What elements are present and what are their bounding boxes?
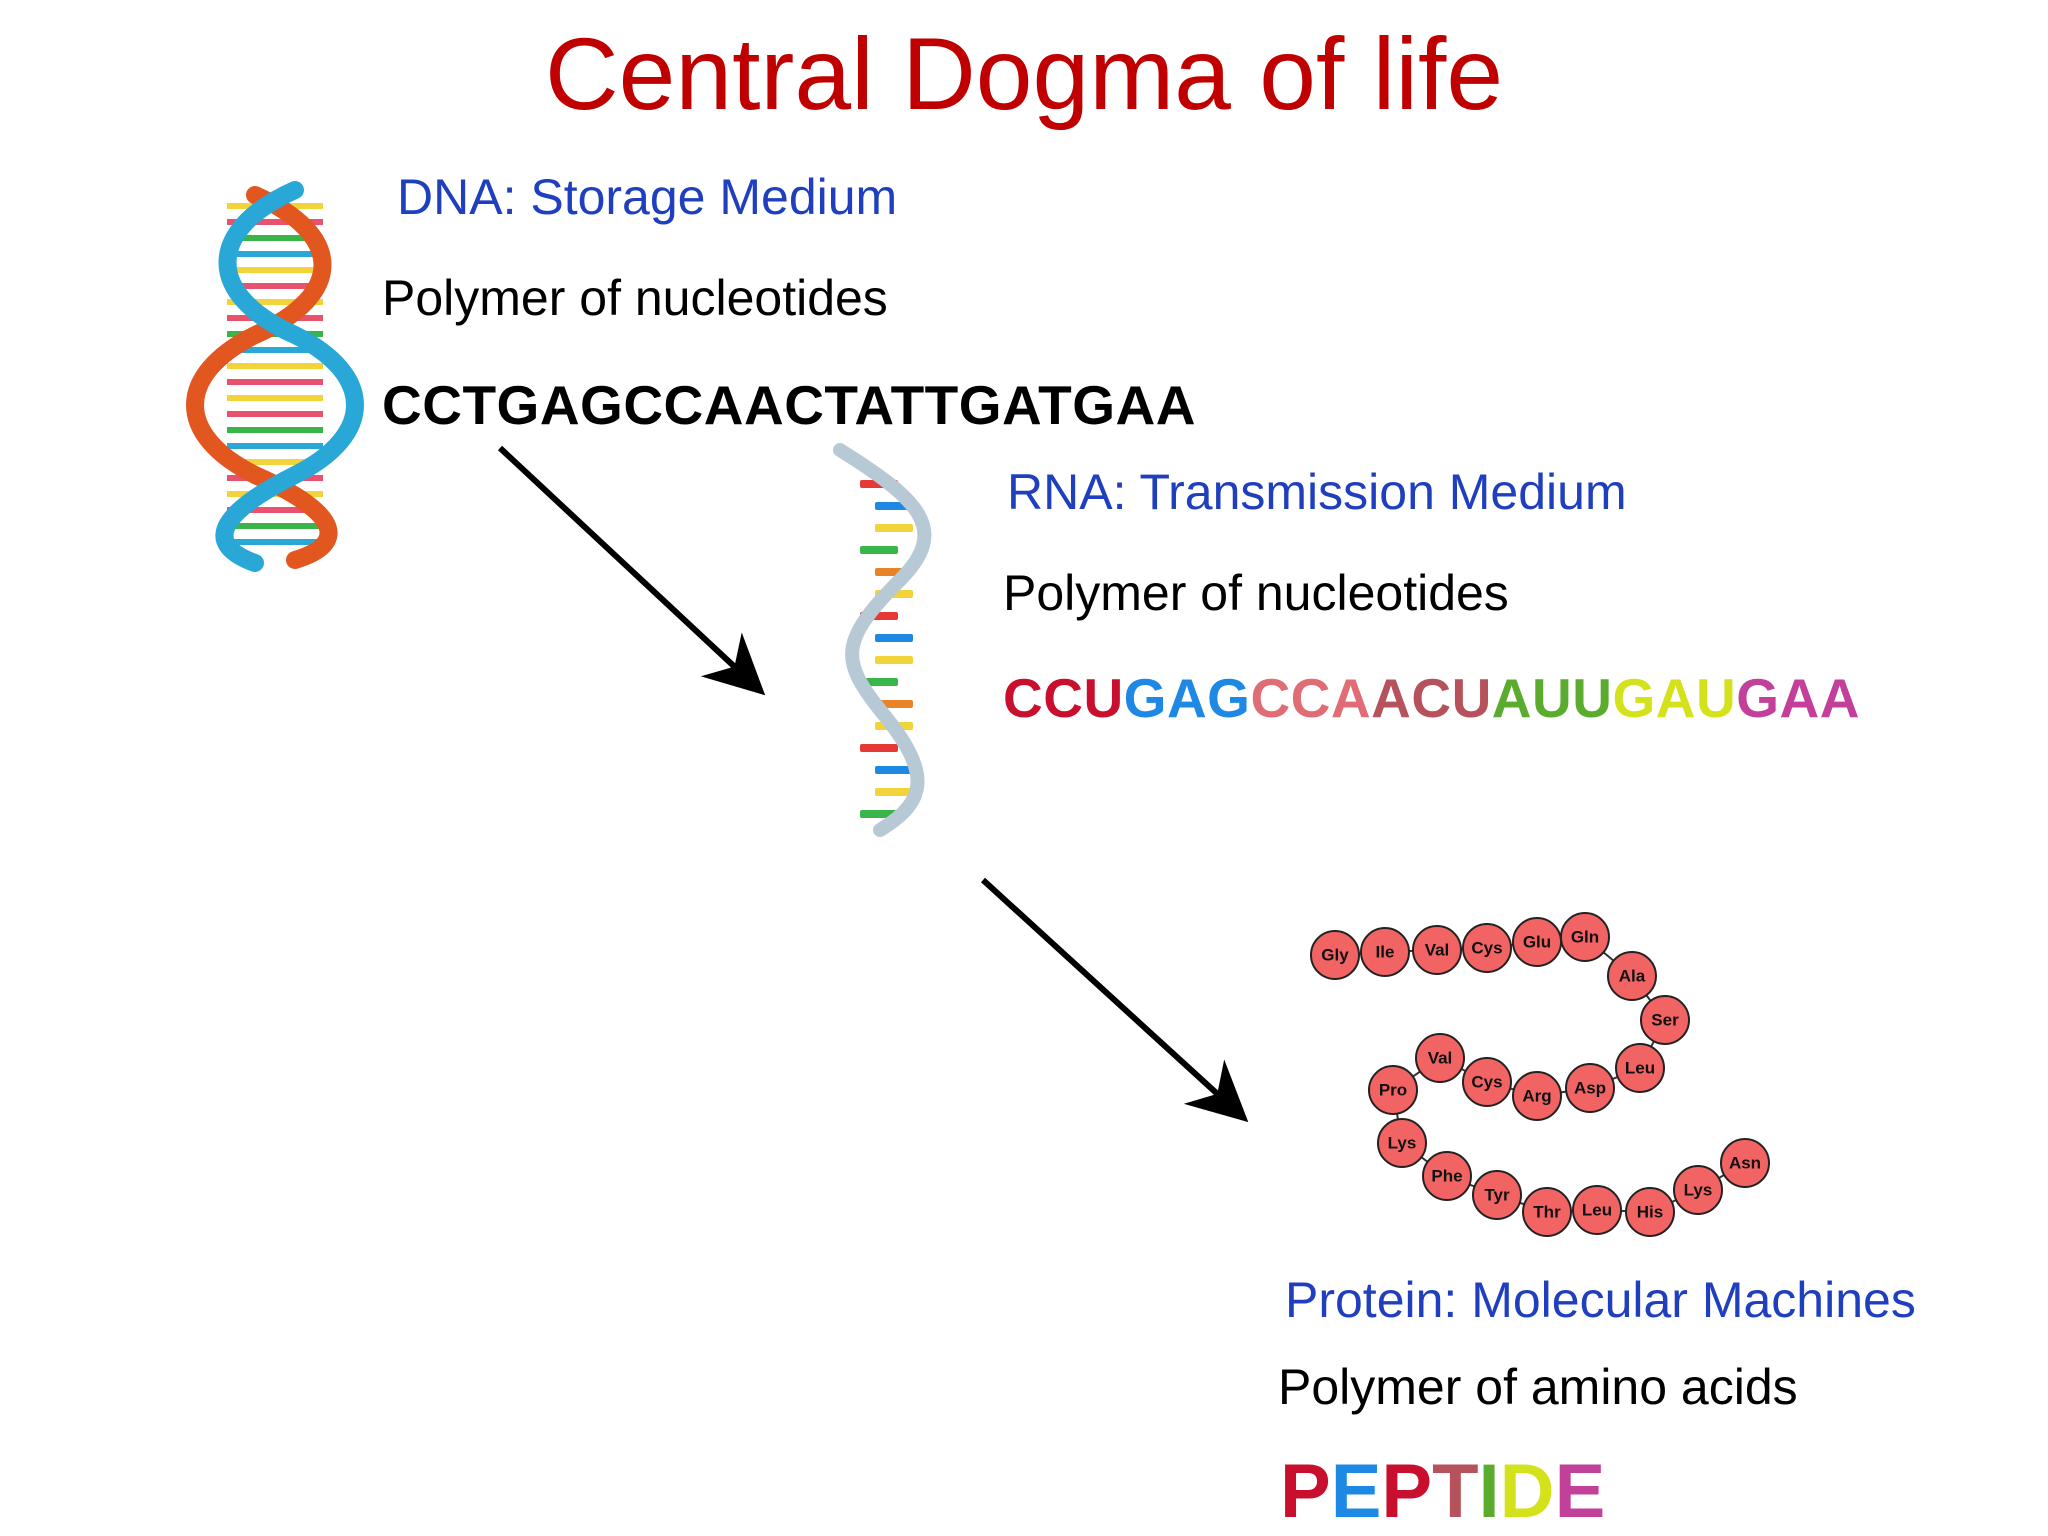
amino-acid-bead: Gln (1560, 912, 1610, 962)
rna-codon-4: AUU (1491, 667, 1613, 729)
amino-acid-label: His (1637, 1203, 1663, 1222)
dna-sequence: CCTGAGCCAACTATTGATGAA (382, 374, 1196, 436)
amino-acid-label: Ile (1376, 943, 1395, 962)
amino-acid-label: Glu (1523, 933, 1551, 952)
rna-codon-1: GAG (1123, 667, 1251, 729)
amino-acid-label: Val (1428, 1049, 1453, 1068)
amino-acid-bead: Tyr (1472, 1170, 1522, 1220)
amino-acid-label: Gly (1321, 946, 1349, 965)
amino-acid-bead: Asn (1720, 1138, 1770, 1188)
peptide-letter-3: T (1432, 1449, 1479, 1534)
amino-acid-bead: Pro (1368, 1065, 1418, 1115)
amino-acid-bead: Ser (1640, 995, 1690, 1045)
amino-acid-label: Asn (1729, 1154, 1761, 1173)
dna-description: Polymer of nucleotides (382, 270, 888, 326)
amino-acid-bead: Phe (1422, 1151, 1472, 1201)
amino-acid-bead: Leu (1572, 1185, 1622, 1235)
amino-acid-label: Ala (1619, 967, 1646, 986)
protein-heading: Protein: Molecular Machines (1285, 1272, 1916, 1328)
amino-acid-bead: Cys (1462, 923, 1512, 973)
amino-acid-label: Gln (1571, 928, 1599, 947)
translation-arrow (980, 877, 1249, 1123)
page-title: Central Dogma of life (544, 17, 1504, 131)
peptide-letter-0: P (1280, 1449, 1331, 1534)
rna-codon-3: ACU (1371, 667, 1492, 729)
amino-acid-bead: Gly (1310, 930, 1360, 980)
peptide-letter-1: E (1330, 1449, 1382, 1534)
amino-acid-label: Leu (1582, 1201, 1612, 1220)
amino-acid-bead: Val (1412, 925, 1462, 975)
amino-acid-label: Arg (1522, 1087, 1551, 1106)
rna-sequence: CCUGAGCCAACUAUUGAUGAA (1003, 665, 1860, 731)
amino-acid-label: Leu (1625, 1059, 1655, 1078)
amino-acid-bead: Thr (1522, 1187, 1572, 1237)
amino-acid-label: Cys (1471, 1073, 1502, 1092)
protein-description: Polymer of amino acids (1278, 1359, 1798, 1415)
amino-acid-label: Pro (1379, 1081, 1407, 1100)
amino-acid-bead: Val (1415, 1033, 1465, 1083)
peptide-word: PEPTIDE (1280, 1450, 1605, 1534)
rna-description: Polymer of nucleotides (1003, 565, 1509, 621)
amino-acid-label: Thr (1533, 1203, 1561, 1222)
amino-acid-label: Cys (1471, 939, 1502, 958)
dna-heading: DNA: Storage Medium (397, 169, 898, 225)
amino-acid-label: Lys (1684, 1181, 1713, 1200)
rna-codon-5: GAU (1612, 667, 1737, 729)
amino-acid-bead: His (1625, 1187, 1675, 1237)
rna-heading: RNA: Transmission Medium (1007, 464, 1627, 520)
rna-single-strand-icon (833, 443, 932, 837)
peptide-letter-6: E (1554, 1449, 1606, 1534)
peptide-letter-4: I (1478, 1449, 1500, 1534)
amino-acid-bead: Arg (1512, 1071, 1562, 1121)
amino-acid-bead: Lys (1673, 1165, 1723, 1215)
amino-acid-bead: Ala (1607, 951, 1657, 1001)
amino-acid-bead: Ile (1360, 927, 1410, 977)
rna-codon-2: CCA (1250, 667, 1372, 729)
amino-acid-label: Phe (1431, 1167, 1462, 1186)
amino-acid-label: Asp (1574, 1079, 1606, 1098)
amino-acid-label: Lys (1388, 1134, 1417, 1153)
rna-codon-0: CCU (1003, 667, 1124, 729)
amino-acid-label: Tyr (1484, 1186, 1510, 1205)
amino-acid-bead: Asp (1565, 1063, 1615, 1113)
dna-double-helix-icon (186, 181, 364, 572)
amino-acid-bead: Glu (1512, 917, 1562, 967)
amino-acid-label: Val (1425, 941, 1450, 960)
amino-acid-bead: Cys (1462, 1057, 1512, 1107)
amino-acid-bead: Lys (1377, 1118, 1427, 1168)
rna-codon-6: GAA (1736, 667, 1860, 729)
amino-acid-label: Ser (1651, 1011, 1679, 1030)
amino-acid-bead: Leu (1615, 1043, 1665, 1093)
peptide-letter-2: P (1381, 1449, 1433, 1534)
peptide-letter-5: D (1499, 1449, 1555, 1534)
